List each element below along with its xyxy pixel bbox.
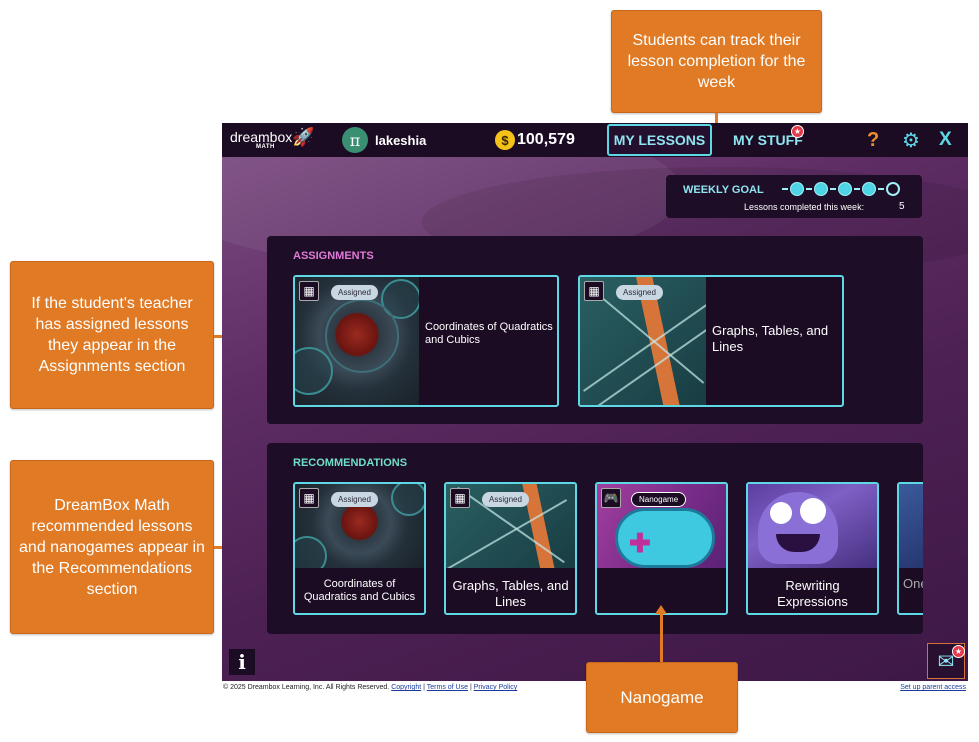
lesson-title: Graphs, Tables, and Lines <box>452 578 569 609</box>
goal-dot-filled <box>790 182 804 196</box>
tab-my-lessons[interactable]: MY LESSONS <box>607 124 712 156</box>
callout-recommendations: DreamBox Math recommended lessons and na… <box>10 460 214 634</box>
callout-nanogame: Nanogame <box>586 662 738 733</box>
terms-link[interactable]: Terms of Use <box>426 684 468 691</box>
lesson-title: Coordinates of Quadratics and Cubics <box>303 578 416 603</box>
lesson-title: Coordinates of Quadratics and Cubics <box>425 321 553 346</box>
weekly-goal-count: 5 <box>899 201 905 212</box>
goal-dot-filled <box>814 182 828 196</box>
assignment-card-coordinates[interactable]: ▦ Assigned Coordinates of Quadratics and… <box>293 275 559 407</box>
lesson-thumbnail <box>748 484 877 568</box>
assignment-calendar-icon: ▦ <box>584 281 604 301</box>
avatar[interactable]: π <box>342 127 368 153</box>
privacy-link[interactable]: Privacy Policy <box>473 684 518 691</box>
weekly-goal-title: WEEKLY GOAL <box>683 184 764 196</box>
settings-icon[interactable]: ⚙ <box>902 130 920 152</box>
lesson-title: Rewriting Expressions <box>777 578 848 609</box>
goal-dot-filled <box>838 182 852 196</box>
coin-count: 100,579 <box>517 131 575 148</box>
lesson-title: Graphs, Tables, and Lines <box>712 323 829 354</box>
gamepad-icon: 🎮 <box>601 488 621 508</box>
lesson-title: One <box>903 576 923 591</box>
username[interactable]: lakeshia <box>375 133 427 148</box>
recommendation-card-rewriting[interactable]: Rewriting Expressions <box>746 482 879 615</box>
lesson-thumbnail <box>899 484 923 568</box>
arrow-nanogame <box>660 614 663 662</box>
assignment-card-graphs[interactable]: ▦ Assigned Graphs, Tables, and Lines <box>578 275 844 407</box>
assigned-badge: Assigned <box>616 285 663 300</box>
copyright-text: © 2025 Dreambox Learning, Inc. All Right… <box>223 684 518 691</box>
goal-dot-filled <box>862 182 876 196</box>
recommendations-section: RECOMMENDATIONS ▦ Assigned Coordinates o… <box>267 443 923 634</box>
goal-dot-empty <box>886 182 900 196</box>
close-button[interactable]: X <box>939 129 952 150</box>
parent-access-link[interactable]: Set up parent access <box>900 684 966 691</box>
assigned-badge: Assigned <box>331 285 378 300</box>
assignments-section: ASSIGNMENTS ▦ Assigned Coordinates of Qu… <box>267 236 923 424</box>
recommendation-card-coordinates[interactable]: ▦ Assigned Coordinates of Quadratics and… <box>293 482 426 615</box>
copyright-link[interactable]: Copyright <box>391 684 422 691</box>
assigned-badge: Assigned <box>482 492 529 507</box>
recommendation-card-partial[interactable]: One <box>897 482 923 615</box>
my-stuff-badge-icon: ★ <box>791 125 804 138</box>
weekly-goal-panel: WEEKLY GOAL Lessons completed this week:… <box>666 175 922 218</box>
nanogame-badge: Nanogame <box>631 492 687 507</box>
weekly-goal-label: Lessons completed this week: <box>744 202 865 212</box>
rocket-icon: 🚀 <box>292 127 315 147</box>
assigned-badge: Assigned <box>331 492 378 507</box>
assignment-calendar-icon: ▦ <box>450 488 470 508</box>
recommendations-title: RECOMMENDATIONS <box>293 457 408 469</box>
weekly-goal-progress <box>780 181 900 197</box>
help-icon[interactable]: ? <box>867 129 880 151</box>
tab-my-stuff[interactable]: MY STUFF <box>733 132 803 148</box>
mail-badge-icon: ★ <box>952 645 965 658</box>
nanogame-thumbnail: ✚ <box>597 484 726 568</box>
recommendation-card-nanogame[interactable]: ✚ 🎮 Nanogame <box>595 482 728 615</box>
assignment-calendar-icon: ▦ <box>299 488 319 508</box>
assignment-calendar-icon: ▦ <box>299 281 319 301</box>
callout-weekly-goal: Students can track their lesson completi… <box>611 10 822 113</box>
coin-icon: $ <box>495 130 515 150</box>
callout-assignments: If the student's teacher has assigned le… <box>10 261 214 409</box>
recommendation-card-graphs[interactable]: ▦ Assigned Graphs, Tables, and Lines <box>444 482 577 615</box>
info-button[interactable]: i <box>229 649 255 675</box>
assignments-title: ASSIGNMENTS <box>293 250 374 262</box>
arrowhead-nanogame <box>655 605 667 614</box>
